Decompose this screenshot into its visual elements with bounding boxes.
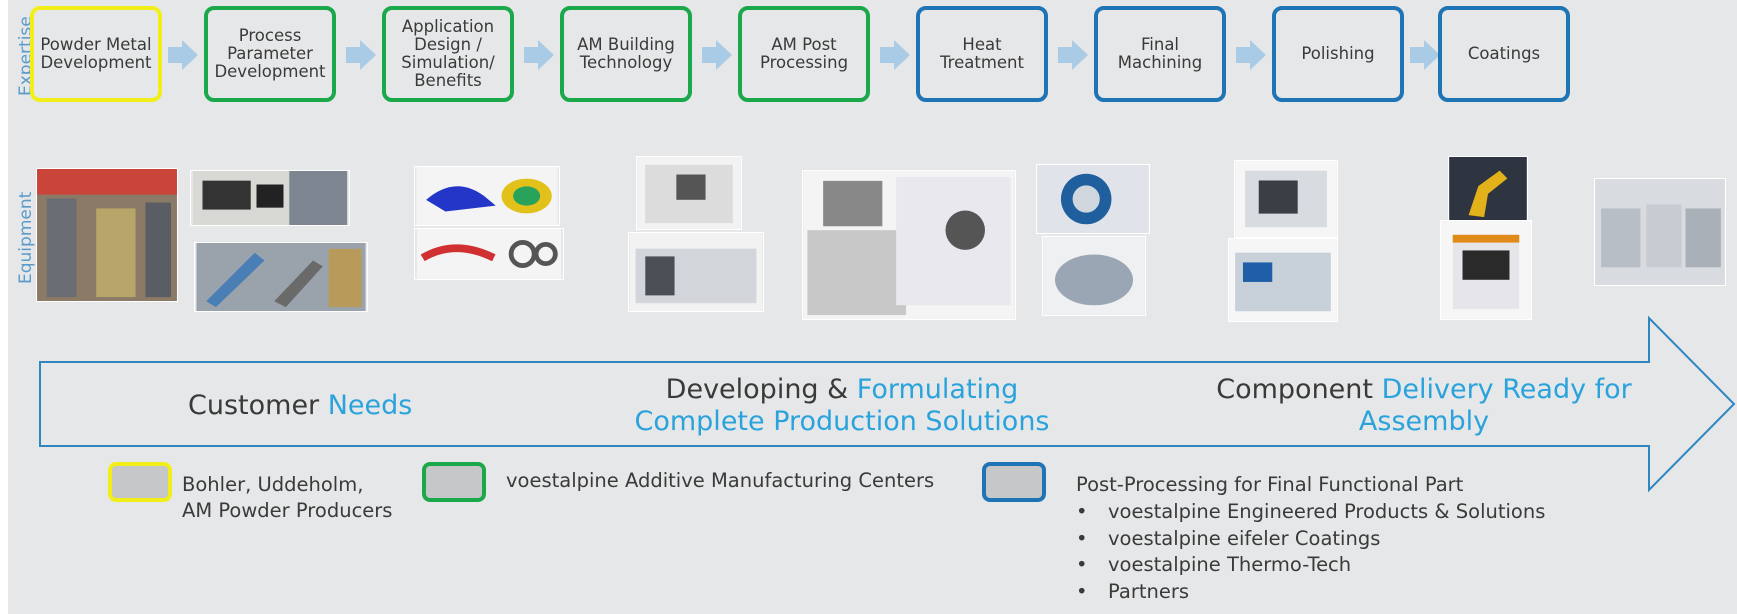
lab-equipment-photo [190,170,350,226]
flow-component: Component Delivery Ready for Assembly [1216,374,1632,437]
arrow-icon [168,40,198,70]
arrow-icon [346,40,376,70]
equipment-label: Equipment [16,191,36,284]
legend-swatch-blue [982,462,1046,502]
legend-yellow-text: Bohler, Uddeholm, AM Powder Producers [182,473,393,522]
arrow-icon [702,40,732,70]
micrograph-photo [194,242,368,312]
step-final-machining: Final Machining [1094,6,1226,102]
arrow-icon [1236,40,1266,70]
arrow-icon [1058,40,1088,70]
heat-treatment-unit-photo [1042,236,1146,316]
flow-arrow [39,315,1736,493]
list-item: Partners [1076,579,1545,606]
legend-blue-list: voestalpine Engineered Products & Soluti… [1076,499,1545,605]
list-item: voestalpine Thermo-Tech [1076,552,1545,579]
legend-swatch-green [422,462,486,502]
powder-plant-photo [36,168,178,302]
step-am-post-processing: AM Post Processing [738,6,870,102]
diagram-canvas: Expertise Equipment Powder Metal Develop… [8,0,1737,614]
heat-treatment-furnace-photo [1036,164,1150,234]
step-application-design: Application Design / Simulation/ Benefit… [382,6,514,102]
flow-customer-needs: Customer Needs [188,390,413,421]
step-heat-treatment: Heat Treatment [916,6,1048,102]
list-item: voestalpine Engineered Products & Soluti… [1076,499,1545,526]
lathe-photo [1228,238,1338,322]
simulation-photo [414,166,560,226]
topology-photo [414,228,564,280]
robot-arm-photo [1448,156,1528,222]
step-am-building: AM Building Technology [560,6,692,102]
arrow-icon [1410,40,1440,70]
arrow-icon [880,40,910,70]
post-processing-photo [802,170,1016,320]
flow-developing: Developing & Formulating Complete Produc… [634,374,1050,437]
am-printer-photo [636,156,742,230]
am-large-machine-photo [628,232,764,312]
polishing-machine-photo [1440,220,1532,320]
legend-blue-title: Post-Processing for Final Functional Par… [1076,473,1464,496]
coating-facility-photo [1594,178,1726,286]
step-process-parameter: Process Parameter Development [204,6,336,102]
machining-center-photo [1234,160,1338,238]
list-item: voestalpine eifeler Coatings [1076,526,1545,553]
step-coatings: Coatings [1438,6,1570,102]
legend-swatch-yellow [108,462,172,502]
legend-green-text: voestalpine Additive Manufacturing Cente… [506,469,935,492]
step-polishing: Polishing [1272,6,1404,102]
arrow-icon [524,40,554,70]
step-powder-metal: Powder Metal Development [30,6,162,102]
